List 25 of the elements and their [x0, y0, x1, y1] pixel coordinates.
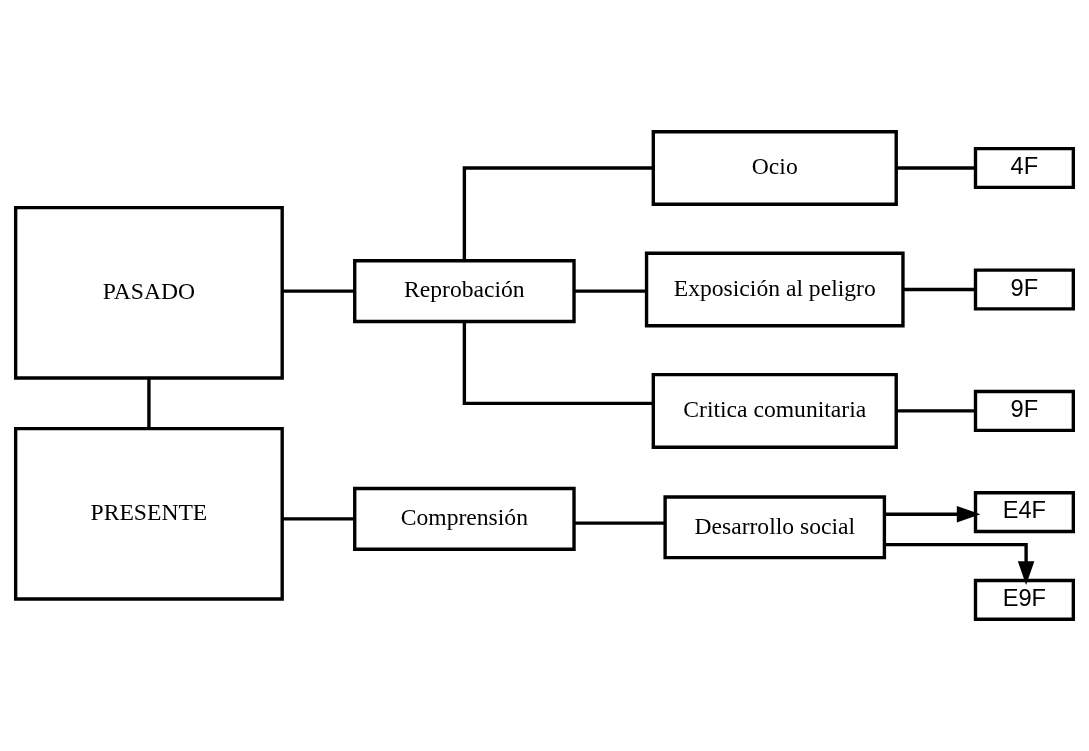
node-box: Exposición al peligro	[644, 251, 905, 328]
connector	[147, 378, 151, 429]
connector	[462, 166, 653, 261]
connector	[574, 289, 647, 293]
connector	[896, 166, 975, 170]
node-box: E9F	[973, 578, 1075, 621]
node-box: Critica comunitaria	[651, 372, 898, 449]
connector	[282, 517, 355, 521]
node-box: Comprensión	[353, 486, 576, 551]
connector	[282, 289, 355, 293]
connector	[896, 409, 975, 413]
connector	[462, 321, 653, 405]
node-box: Desarrollo social	[663, 495, 887, 560]
node-box: PASADO	[14, 205, 284, 380]
arrow	[885, 542, 1035, 585]
node-box: 9F	[973, 268, 1075, 311]
node-box: Ocio	[651, 130, 898, 206]
connector	[574, 521, 666, 525]
node-box: E4F	[973, 491, 1075, 534]
arrow	[885, 505, 981, 523]
connector	[903, 287, 976, 292]
node-box: 4F	[973, 146, 1075, 190]
node-box: PRESENTE	[14, 426, 284, 601]
node-box: Reprobación	[353, 259, 576, 324]
node-box: 9F	[973, 389, 1075, 432]
